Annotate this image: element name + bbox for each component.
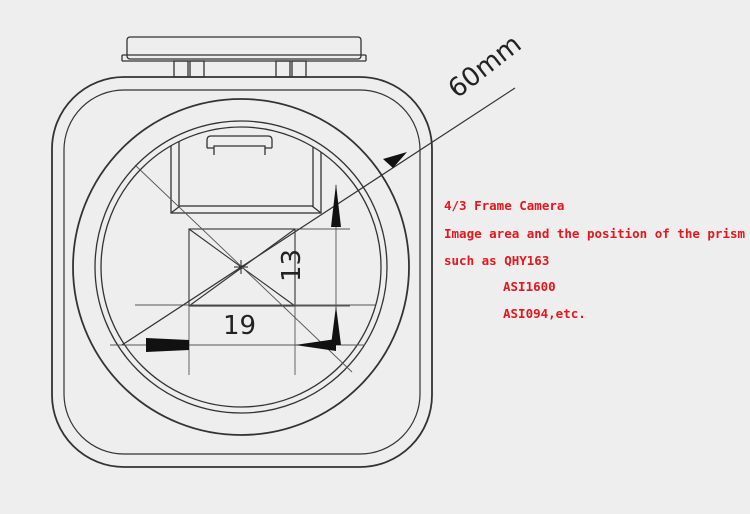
- camera-body: [51, 76, 433, 468]
- lens-rings: [72, 98, 410, 436]
- note-title: 4/3 Frame Camera: [444, 198, 565, 213]
- top-connector: [121, 36, 367, 78]
- prism: [170, 127, 322, 214]
- diagonal-label: 60mm: [443, 29, 527, 104]
- note-line3: ASI1600: [503, 279, 556, 294]
- note-line2: such as QHY163: [444, 253, 550, 268]
- note-line1: Image area and the position of the prism: [444, 226, 746, 241]
- height-dimension: [331, 184, 341, 345]
- prism-handle: [206, 135, 273, 155]
- width-dimension: [295, 339, 336, 351]
- height-label: 13: [277, 249, 307, 282]
- note-line4: ASI094,etc.: [503, 306, 586, 321]
- diagonal-dimension: [121, 87, 516, 352]
- width-label: 19: [223, 311, 256, 341]
